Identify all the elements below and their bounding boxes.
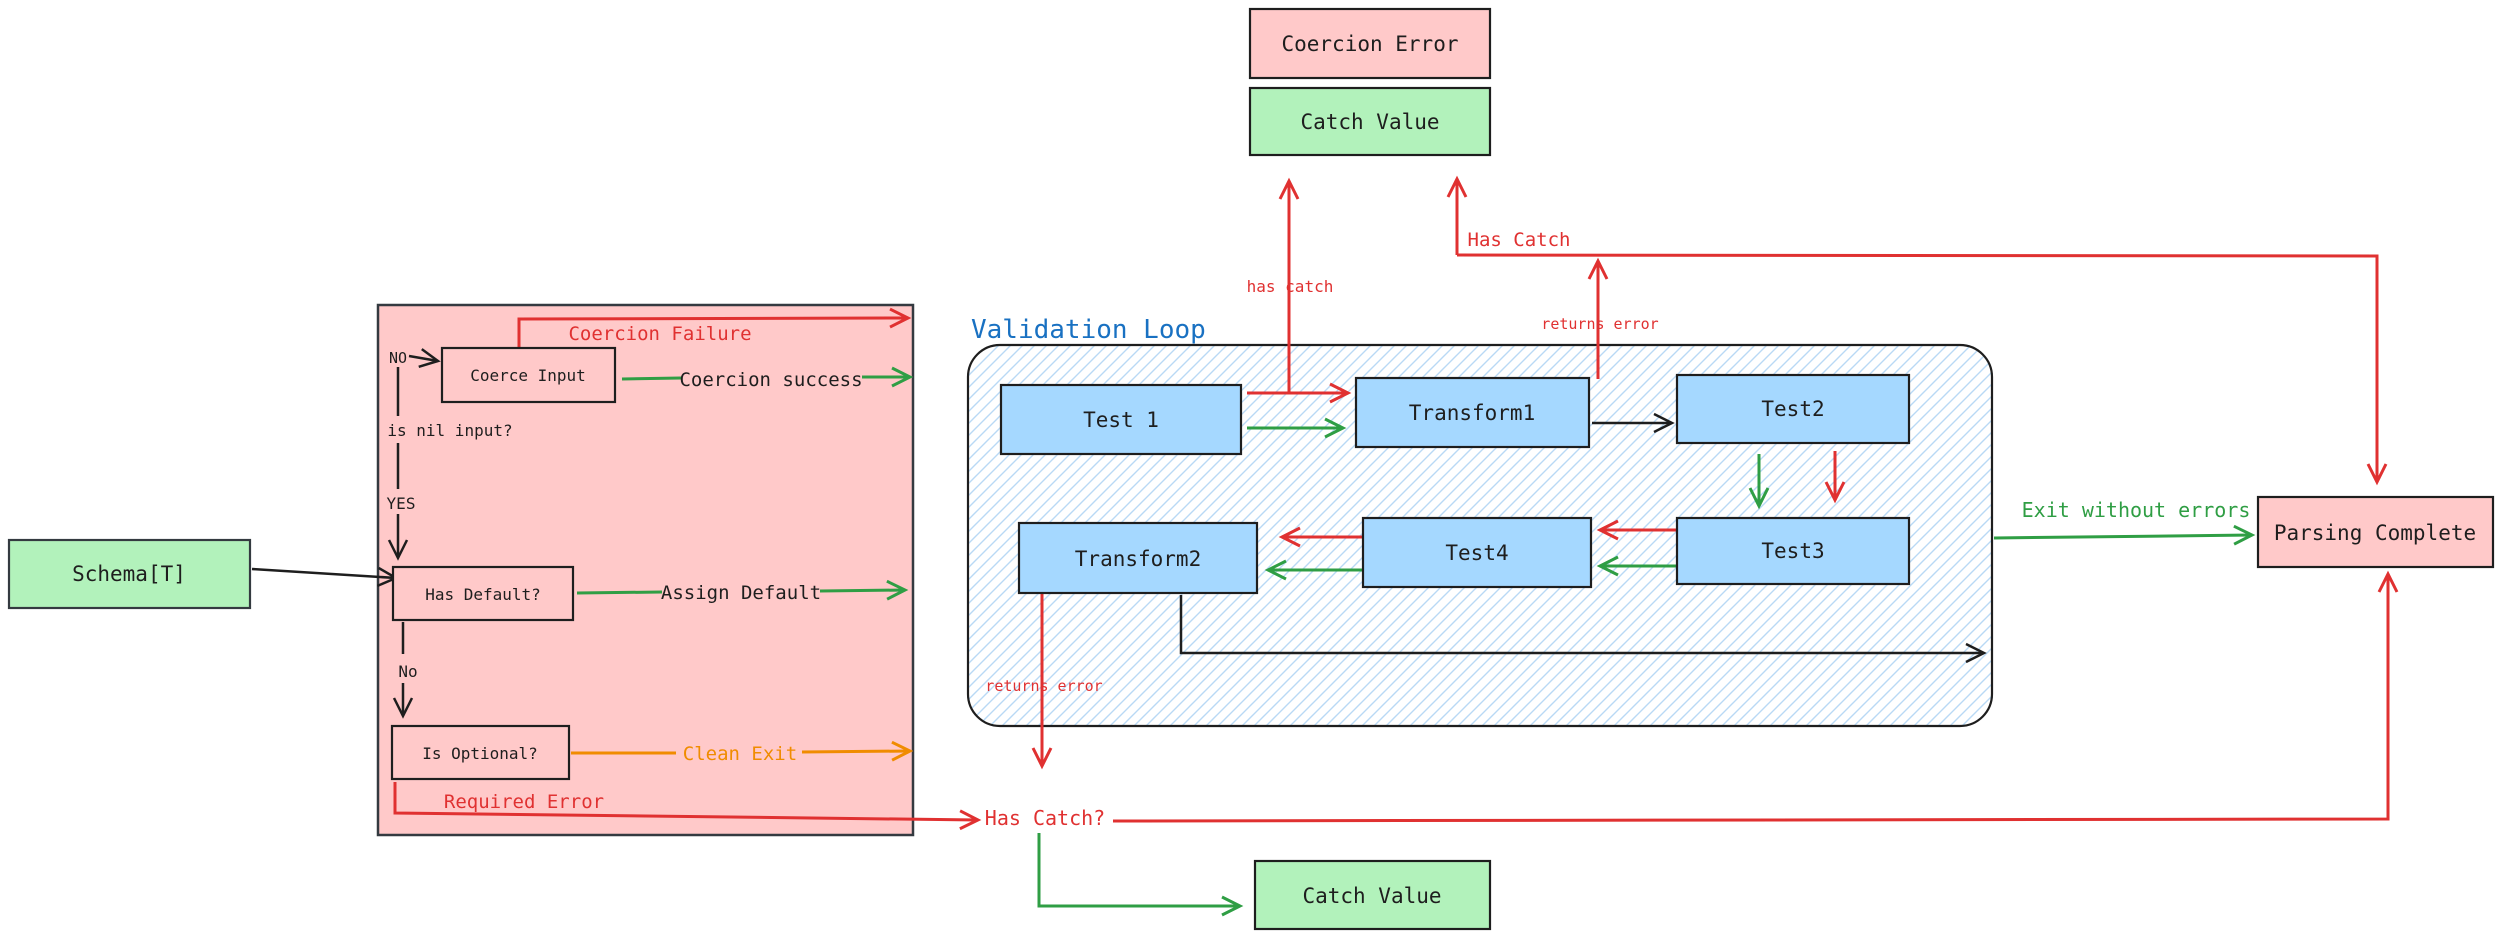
- line-assign-default-left: [576, 590, 663, 595]
- node-coerce-input: Coerce Input: [440, 346, 617, 404]
- transform1-label: Transform1: [1409, 401, 1535, 425]
- schema-box: [7, 538, 252, 610]
- clean-exit-label: Clean Exit: [683, 743, 797, 765]
- has-catch-label: has catch: [1247, 277, 1334, 296]
- node-schema: Schema[T]: [7, 538, 252, 610]
- coercion-success-label: Coercion success: [679, 369, 862, 391]
- node-catch-value-top: Catch Value: [1248, 86, 1492, 157]
- node-catch-value-bottom: Catch Value: [1253, 859, 1492, 931]
- no-label: No: [398, 662, 417, 681]
- coercion-error-label: Coercion Error: [1281, 32, 1458, 56]
- catch-value-top-box: [1248, 86, 1492, 157]
- node-test1: Test 1: [999, 383, 1243, 456]
- required-error-label: Required Error: [444, 791, 604, 813]
- node-transform2: Transform2: [1017, 521, 1259, 595]
- has-default-box: [391, 565, 575, 622]
- coercion-failure-label: Coercion Failure: [568, 323, 751, 345]
- arrow-schema-to-has-default: [251, 566, 399, 588]
- schema-label: Schema[T]: [72, 562, 186, 586]
- coercion-error-box: [1248, 7, 1492, 80]
- arrow-coercion-failure: [517, 307, 912, 348]
- test4-label: Test4: [1445, 541, 1508, 565]
- exit-without-errors-label: Exit without errors: [2022, 498, 2251, 522]
- node-test4: Test4: [1361, 516, 1593, 589]
- node-parsing-complete: Parsing Complete: [2256, 495, 2495, 569]
- arrow-exit-without-errors: [1993, 524, 2256, 546]
- test4-box: [1361, 516, 1593, 589]
- arrow-transform2-loopback: [1179, 595, 1987, 664]
- arrow-has-catch-q-to-catch-value: [1037, 833, 1244, 917]
- transform2-label: Transform2: [1075, 547, 1201, 571]
- returns-error-bottom-label: returns error: [985, 677, 1102, 695]
- node-is-optional: Is Optional?: [390, 724, 571, 781]
- transform2-box: [1017, 521, 1259, 595]
- node-test3: Test3: [1675, 516, 1911, 586]
- test3-box: [1675, 516, 1911, 586]
- coerce-input-label: Coerce Input: [470, 366, 586, 385]
- catch-value-top-label: Catch Value: [1300, 110, 1439, 134]
- test2-label: Test2: [1761, 397, 1824, 421]
- node-transform1: Transform1: [1354, 376, 1591, 449]
- arrow-no-catch-to-parsing-complete: [1456, 253, 2388, 486]
- line-coercion-success-left: [621, 376, 682, 381]
- arrow-has-catch-q-to-parsing-complete: [1112, 570, 2399, 823]
- test1-label: Test 1: [1083, 408, 1159, 432]
- test2-box: [1675, 373, 1911, 445]
- test3-label: Test3: [1761, 539, 1824, 563]
- arrow-assign-default: [819, 579, 909, 601]
- has-default-label: Has Default?: [425, 585, 541, 604]
- parsing-complete-box: [2256, 495, 2495, 569]
- test1-box: [999, 383, 1243, 456]
- coerce-input-box: [440, 346, 617, 404]
- yes-label: YES: [387, 494, 416, 513]
- parsing-complete-label: Parsing Complete: [2274, 521, 2476, 545]
- is-optional-box: [390, 724, 571, 781]
- is-optional-label: Is Optional?: [422, 744, 538, 763]
- node-has-default: Has Default?: [391, 565, 575, 622]
- validation-loop-title: Validation Loop: [971, 315, 1206, 345]
- has-catch-caps-label: Has Catch: [1468, 229, 1571, 251]
- node-coercion-error: Coercion Error: [1248, 7, 1492, 80]
- catch-value-bottom-box: [1253, 859, 1492, 931]
- no-upper-label: NO: [389, 349, 407, 367]
- has-catch-q-label: Has Catch?: [985, 806, 1105, 830]
- assign-default-label: Assign Default: [661, 582, 821, 604]
- arrow-required-error-to-has-catch: [393, 782, 982, 831]
- arrow-clean-exit: [801, 740, 914, 762]
- is-nil-input-label: is nil input?: [387, 421, 512, 440]
- node-test2: Test2: [1675, 373, 1911, 445]
- arrow-no-to-coerce-input: [408, 348, 441, 369]
- returns-error-top-label: returns error: [1541, 315, 1658, 333]
- transform1-box: [1354, 376, 1591, 449]
- catch-value-bottom-label: Catch Value: [1302, 884, 1441, 908]
